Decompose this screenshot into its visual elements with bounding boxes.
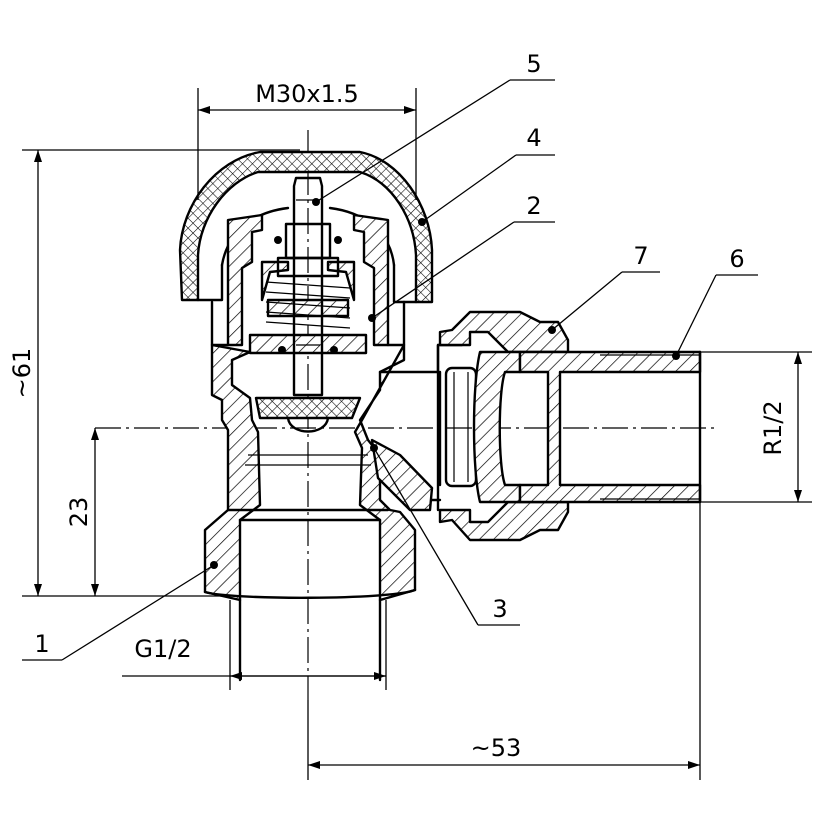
tailpiece [518, 350, 702, 504]
label-thread-top: M30x1.5 [255, 80, 359, 108]
valve-body [203, 343, 464, 682]
callout-3: 3 [492, 595, 507, 623]
label-length-side: ~53 [471, 734, 522, 762]
callout-6: 6 [729, 245, 744, 273]
label-height-axis: 23 [65, 497, 93, 528]
callout-4: 4 [526, 124, 541, 152]
union-nut [436, 310, 570, 542]
label-thread-side: R1/2 [759, 400, 787, 455]
callout-5: 5 [526, 50, 541, 78]
label-thread-bottom: G1/2 [134, 635, 191, 663]
dimension-lines [22, 88, 812, 780]
callout-1: 1 [34, 630, 49, 658]
leader-lines [22, 79, 758, 661]
callout-2: 2 [526, 192, 541, 220]
dimension-labels: M30x1.5 ~61 23 G1/2 R1/2 ~53 [8, 80, 787, 762]
callout-7: 7 [633, 242, 648, 270]
handwheel-cap [178, 150, 434, 304]
part-callouts: 5 4 2 7 6 3 1 [34, 50, 744, 658]
label-height-total: ~61 [8, 348, 36, 399]
